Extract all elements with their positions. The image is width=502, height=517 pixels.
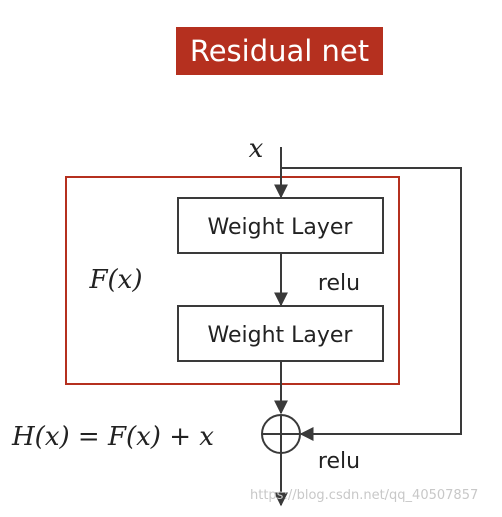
diagram-title: Residual net <box>176 27 383 75</box>
equation-label: H(x) = F(x) + x <box>11 422 214 452</box>
weight-layer-1-box <box>177 197 384 254</box>
sum-node-icon <box>261 414 301 454</box>
skip-connection-arrow <box>281 167 462 441</box>
weight-layer-2-box <box>177 305 384 362</box>
weight-layer-2-label: Weight Layer <box>208 323 354 348</box>
weight-layer-1-label: Weight Layer <box>208 215 354 240</box>
relu-inner-label: relu <box>318 271 360 296</box>
watermark-text: https://blog.csdn.net/qq_40507857 <box>250 488 479 503</box>
relu-output-label: relu <box>318 449 360 474</box>
fx-label: F(x) <box>89 265 143 295</box>
residual-block-frame <box>65 176 400 385</box>
input-x-label: x <box>249 134 264 164</box>
